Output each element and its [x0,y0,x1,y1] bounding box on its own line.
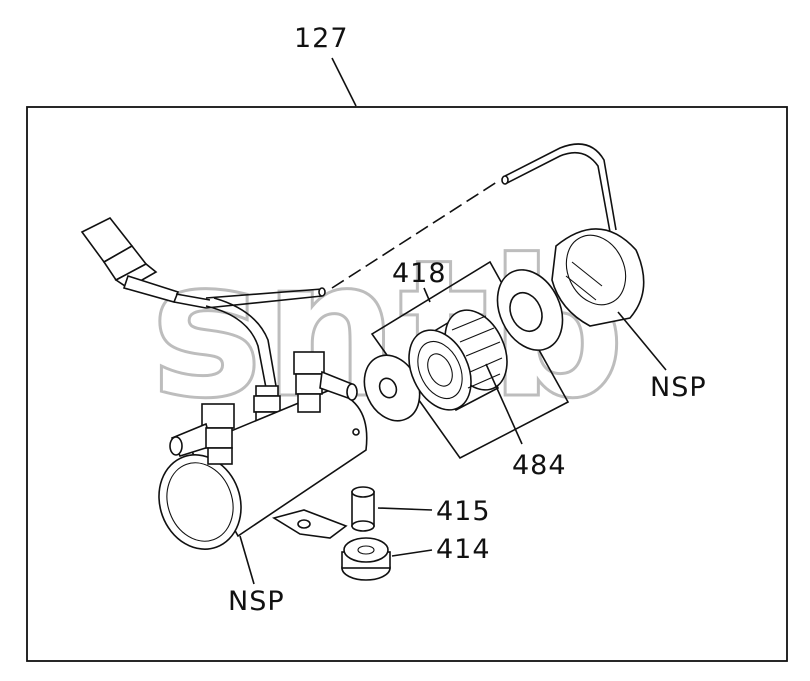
leader-pump-nsp [239,535,255,585]
leader-414 [391,549,433,557]
spacer [351,486,375,532]
inlet-fitting [169,403,235,465]
callout-127: 127 [294,23,349,54]
callout-414: 414 [436,534,491,565]
diagram-frame [26,106,788,662]
wire-harness [80,143,617,309]
filter-frame [370,260,570,460]
callout-415: 415 [436,496,491,527]
leader-415 [377,507,433,511]
outlet-fitting [293,351,358,413]
seal-ring [496,269,564,351]
callout-pump-nsp: NSP [228,586,285,617]
washer [363,354,421,422]
grommet [341,537,391,581]
leader-cover-nsp [617,311,667,371]
leader-484 [485,363,523,445]
filter-element [408,309,508,412]
callout-cover-nsp: NSP [650,372,707,403]
leader-127 [331,57,357,107]
cover [551,228,645,327]
callout-484: 484 [512,450,567,481]
callout-418: 418 [392,258,447,289]
